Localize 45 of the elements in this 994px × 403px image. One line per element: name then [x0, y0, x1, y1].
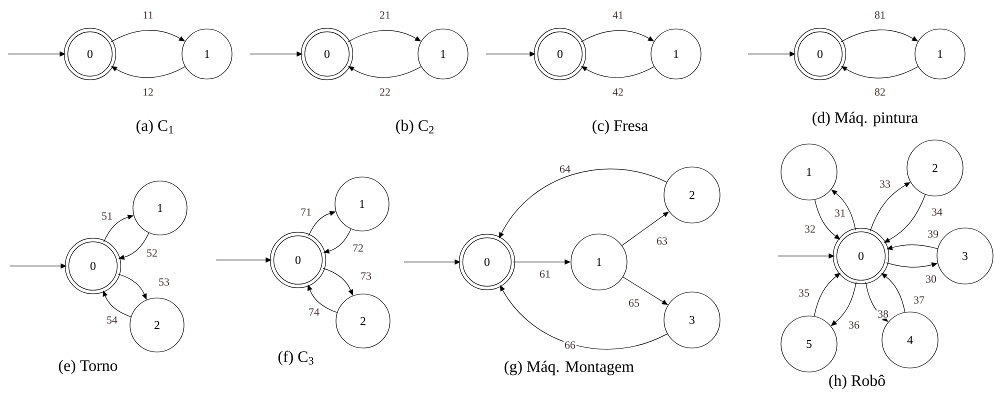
edge-label: 33 — [878, 179, 892, 189]
edge-label: 74 — [308, 307, 320, 317]
edge-label: 51 — [100, 211, 114, 221]
edge-label: 34 — [930, 207, 944, 217]
caption: (g) Máq. Montagem — [504, 360, 634, 376]
caption: (e) Torno — [58, 360, 118, 374]
edge-label: 42 — [612, 87, 624, 97]
edge-label: 53 — [158, 277, 170, 287]
edge-label: 35 — [798, 288, 810, 298]
edge-label: 82 — [874, 87, 886, 97]
edge-label: 12 — [142, 87, 154, 97]
edge-label: 32 — [804, 224, 816, 234]
transition-arrow — [581, 66, 654, 78]
edge-label: 54 — [106, 315, 118, 325]
transition-arrow — [841, 66, 918, 78]
transition-arrow — [814, 199, 840, 240]
transition-arrow — [870, 182, 910, 232]
caption: (h) Robô — [829, 374, 885, 390]
edge-label: 39 — [926, 229, 940, 239]
edge-label: 41 — [612, 10, 624, 20]
edge-label: 22 — [378, 87, 392, 97]
edge-label: 38 — [876, 309, 890, 319]
edge-label: 37 — [912, 295, 926, 305]
transition-arrow — [348, 66, 422, 78]
edge-label: 31 — [834, 208, 846, 218]
edge-label: 52 — [146, 248, 158, 258]
caption: (b) C$_{2}$ — [396, 120, 434, 134]
edge-label: 72 — [352, 243, 364, 253]
edge-label: 36 — [848, 320, 860, 330]
edge-label: 64 — [558, 164, 572, 174]
edge-label: 65 — [628, 298, 640, 308]
edge-label: 61 — [538, 269, 552, 279]
transition-arrow — [111, 66, 186, 78]
edge-label: 11 — [142, 10, 154, 20]
edge-label: 73 — [360, 271, 372, 281]
caption: (a) C$_{1}$ — [136, 120, 174, 134]
edge-label: 66 — [564, 340, 576, 350]
caption: (f) C$_{3}$ — [278, 350, 314, 366]
caption: (d) Máq. pintura — [812, 112, 918, 126]
edge-label: 71 — [300, 207, 312, 217]
edge-label: 81 — [874, 10, 886, 20]
edge-label: 63 — [656, 236, 668, 246]
edge-label: 30 — [924, 274, 938, 284]
edge-label: 21 — [378, 10, 392, 20]
caption: (c) Fresa — [592, 120, 648, 134]
